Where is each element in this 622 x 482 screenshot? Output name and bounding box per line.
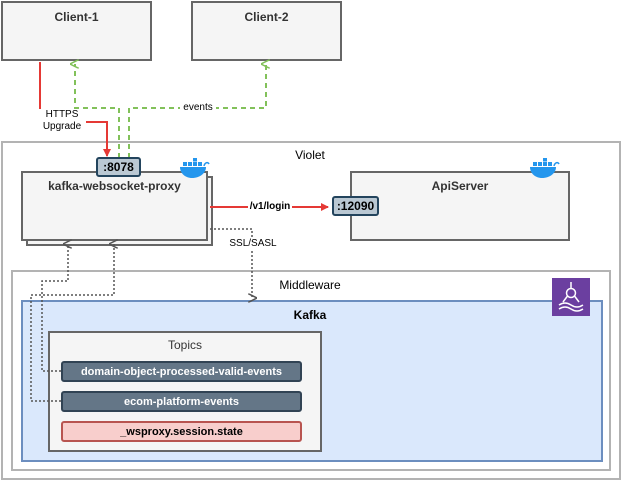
- ssl-sasl-edge: [210, 228, 252, 298]
- kafka-label: Kafka: [293, 308, 327, 322]
- proxy-label: kafka-websocket-proxy: [48, 179, 181, 193]
- client-2-label: Client-2: [244, 10, 289, 24]
- kafka-service-icon: [552, 278, 590, 316]
- consume-edge-ecom-platform: [30, 244, 114, 402]
- topics-label: Topics: [167, 338, 202, 352]
- apiserver-label: ApiServer: [431, 179, 489, 193]
- topic-wsproxy-session-state[interactable]: _wsproxy.session.state: [61, 421, 302, 442]
- apiserver-port-badge[interactable]: :12090: [332, 196, 379, 216]
- ssl-sasl-label: SSL/SASL: [227, 238, 279, 250]
- topic-ecom-platform-events[interactable]: ecom-platform-events: [61, 391, 302, 412]
- https-upgrade-label: HTTPS Upgrade: [38, 109, 86, 133]
- https-label-line1: HTTPS: [45, 109, 79, 120]
- login-label: /v1/login: [248, 200, 292, 213]
- proxy-box[interactable]: kafka-websocket-proxy: [21, 171, 208, 241]
- events-edge-client-1: [75, 64, 120, 158]
- consume-edge-domain-object: [41, 244, 68, 372]
- docker-whale-icon: [530, 158, 560, 178]
- proxy-port-badge[interactable]: :8078: [96, 157, 141, 177]
- events-label: events: [180, 102, 216, 114]
- middleware-label: Middleware: [279, 278, 341, 292]
- https-label-line2: Upgrade: [42, 121, 82, 132]
- docker-whale-icon: [180, 158, 210, 178]
- client-1-label: Client-1: [54, 10, 99, 24]
- topic-domain-object-processed-valid-events[interactable]: domain-object-processed-valid-events: [61, 361, 302, 382]
- client-1-box[interactable]: Client-1: [1, 1, 152, 61]
- apiserver-box[interactable]: ApiServer: [350, 171, 570, 241]
- violet-label: Violet: [295, 148, 325, 162]
